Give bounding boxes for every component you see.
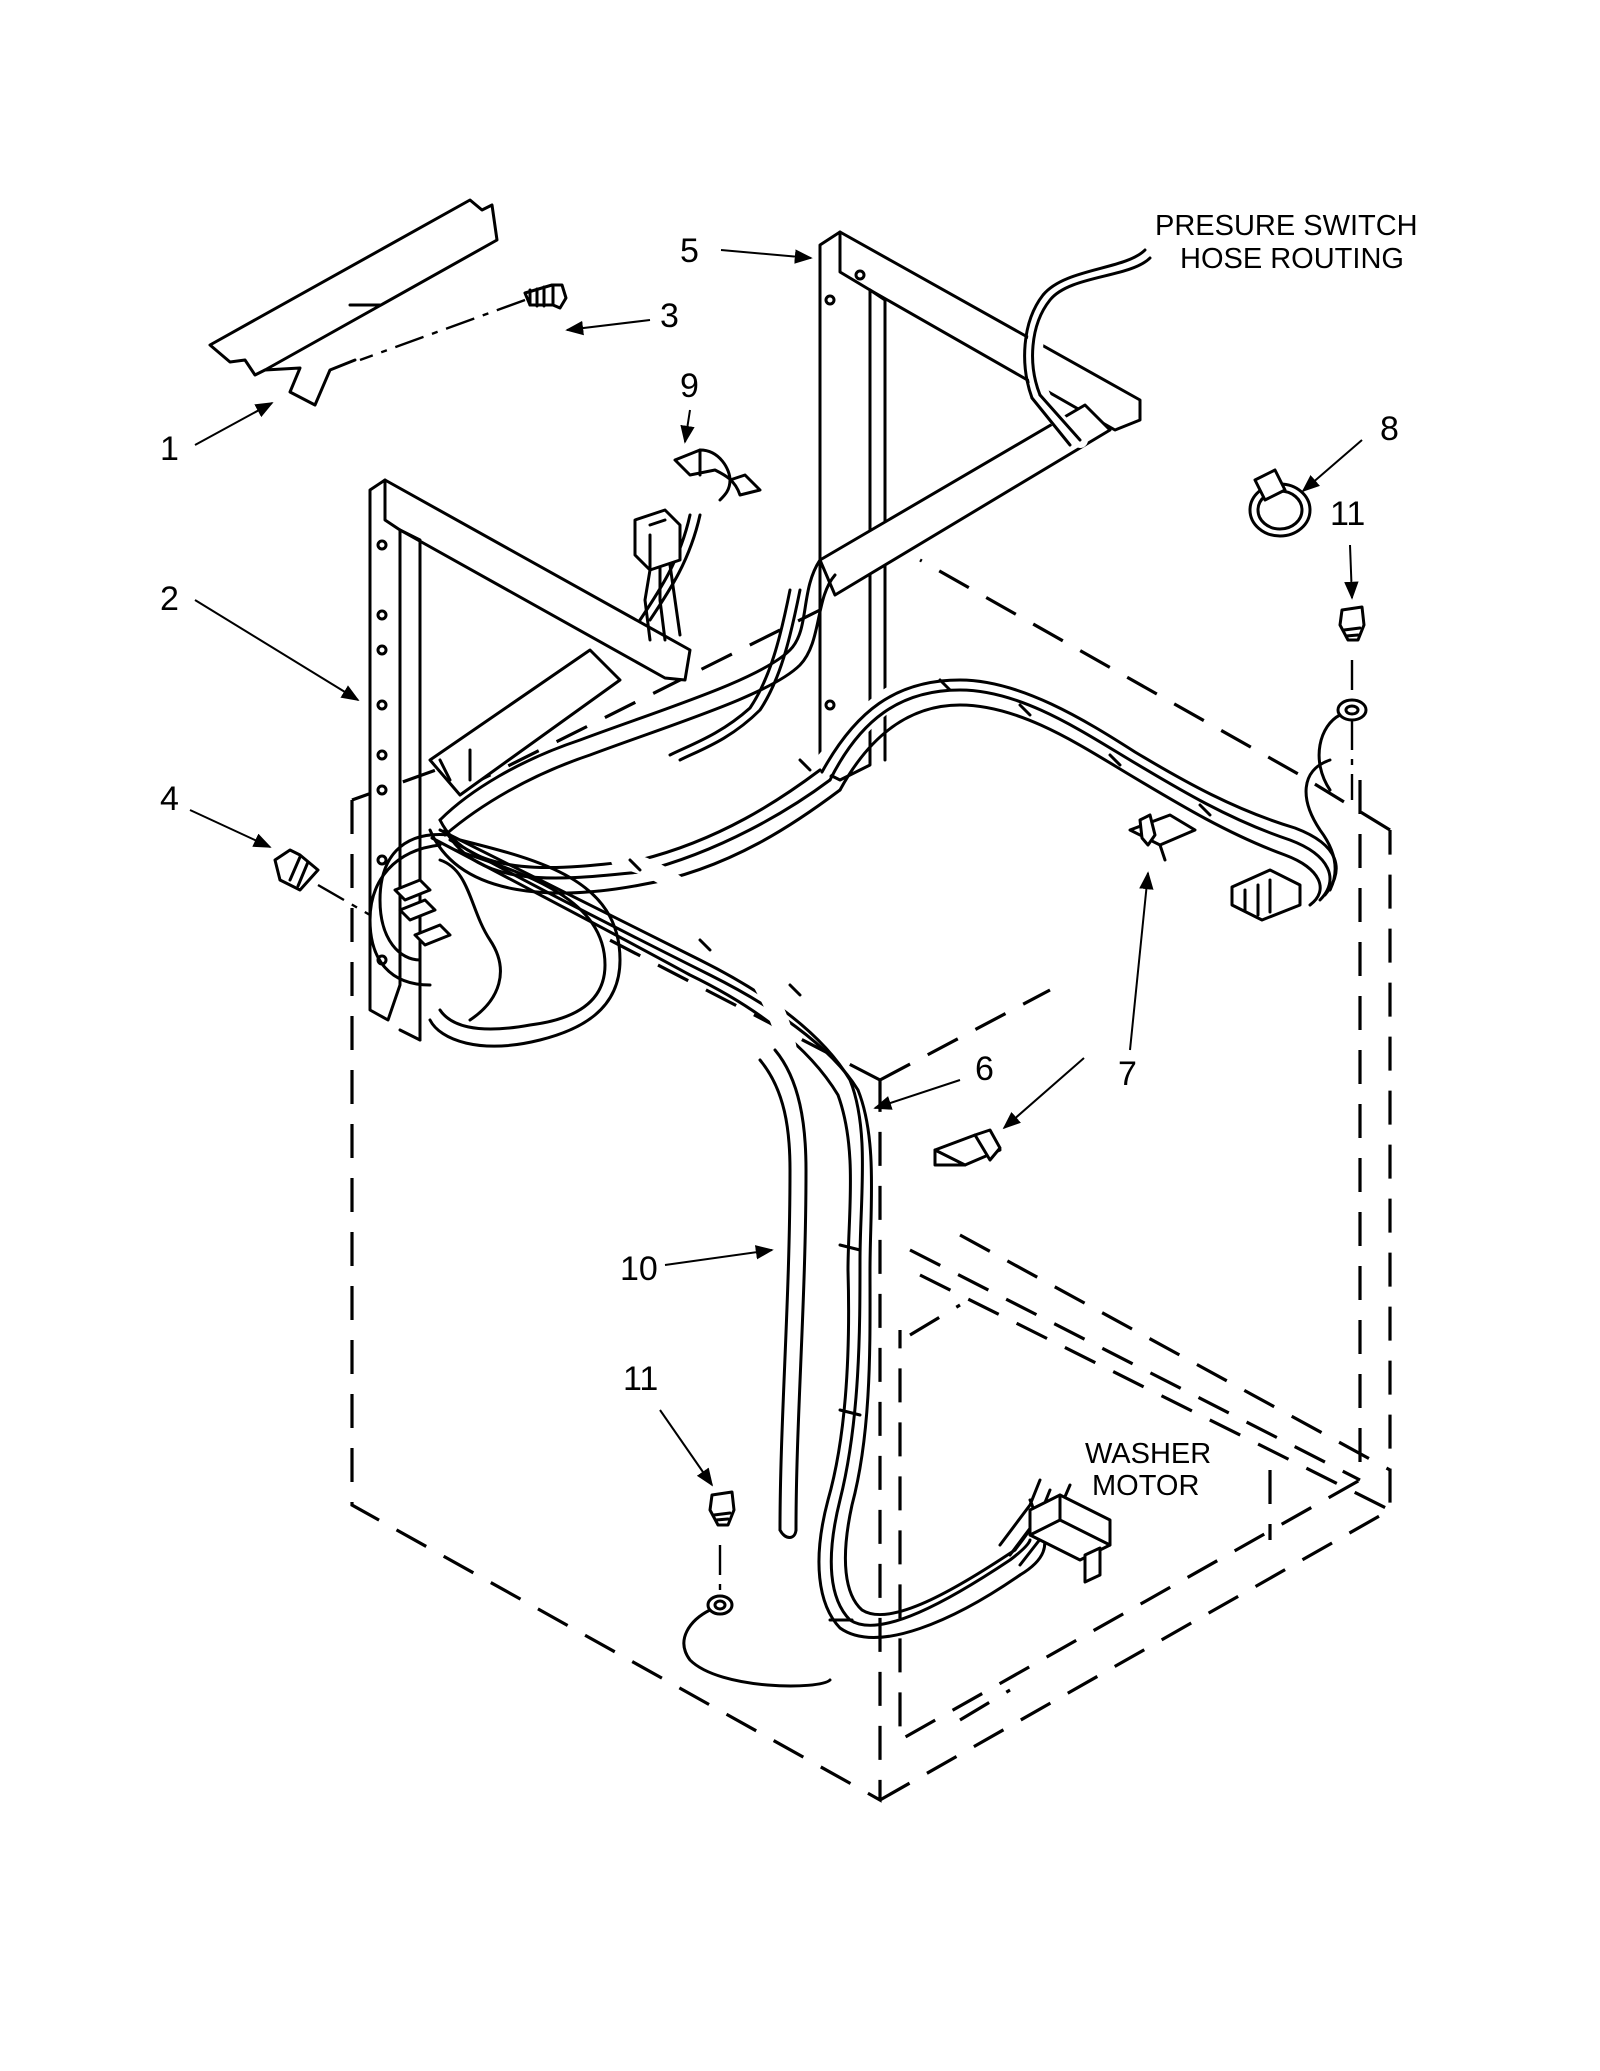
harness-sleeves <box>628 678 1212 1622</box>
washer-motor-connector <box>1028 1493 1112 1584</box>
clip-part-7-lower <box>933 1128 1002 1167</box>
callout-8: 8 <box>1380 410 1399 448</box>
callout-11-bottom: 11 <box>623 1360 658 1398</box>
callout-6: 6 <box>975 1050 994 1088</box>
screw-part-3 <box>359 283 568 362</box>
callout-7: 7 <box>1118 1055 1137 1093</box>
hose-clip-part-9 <box>673 448 762 502</box>
pressure-switch-note-line2: HOSE ROUTING <box>1180 243 1404 275</box>
callout-2: 2 <box>160 580 179 618</box>
ground-wire-top <box>1317 605 1368 800</box>
right-bracket-part-5 <box>818 230 1142 782</box>
clamp-part-8 <box>1248 468 1312 538</box>
leader-lines <box>189 249 1363 1487</box>
harness-connector-block <box>633 508 682 642</box>
top-bracket-part-1 <box>208 198 499 407</box>
screw-part-4 <box>273 848 371 917</box>
callout-3: 3 <box>660 297 679 335</box>
hose-part-10 <box>611 851 808 1539</box>
ground-wire-bottom <box>682 1490 832 1688</box>
clip-part-7-upper <box>1128 813 1197 862</box>
washer-motor-note-line1: WASHER <box>1085 1438 1211 1470</box>
pressure-switch-note-line1: PRESURE SWITCH <box>1155 210 1418 242</box>
diagram-notes: PRESURE SWITCH HOSE ROUTING WASHER MOTOR <box>1085 210 1418 1502</box>
callout-4: 4 <box>160 780 179 818</box>
callout-5: 5 <box>680 232 699 270</box>
callout-10: 10 <box>620 1250 658 1288</box>
pressure-switch-hose <box>668 248 1158 762</box>
callout-11-top: 11 <box>1330 495 1365 533</box>
callout-9: 9 <box>680 367 699 405</box>
callout-1: 1 <box>160 430 179 468</box>
washer-motor-note-line2: MOTOR <box>1092 1470 1199 1502</box>
callout-labels: 1 2 3 4 5 6 7 8 9 10 11 11 <box>160 232 1399 1398</box>
